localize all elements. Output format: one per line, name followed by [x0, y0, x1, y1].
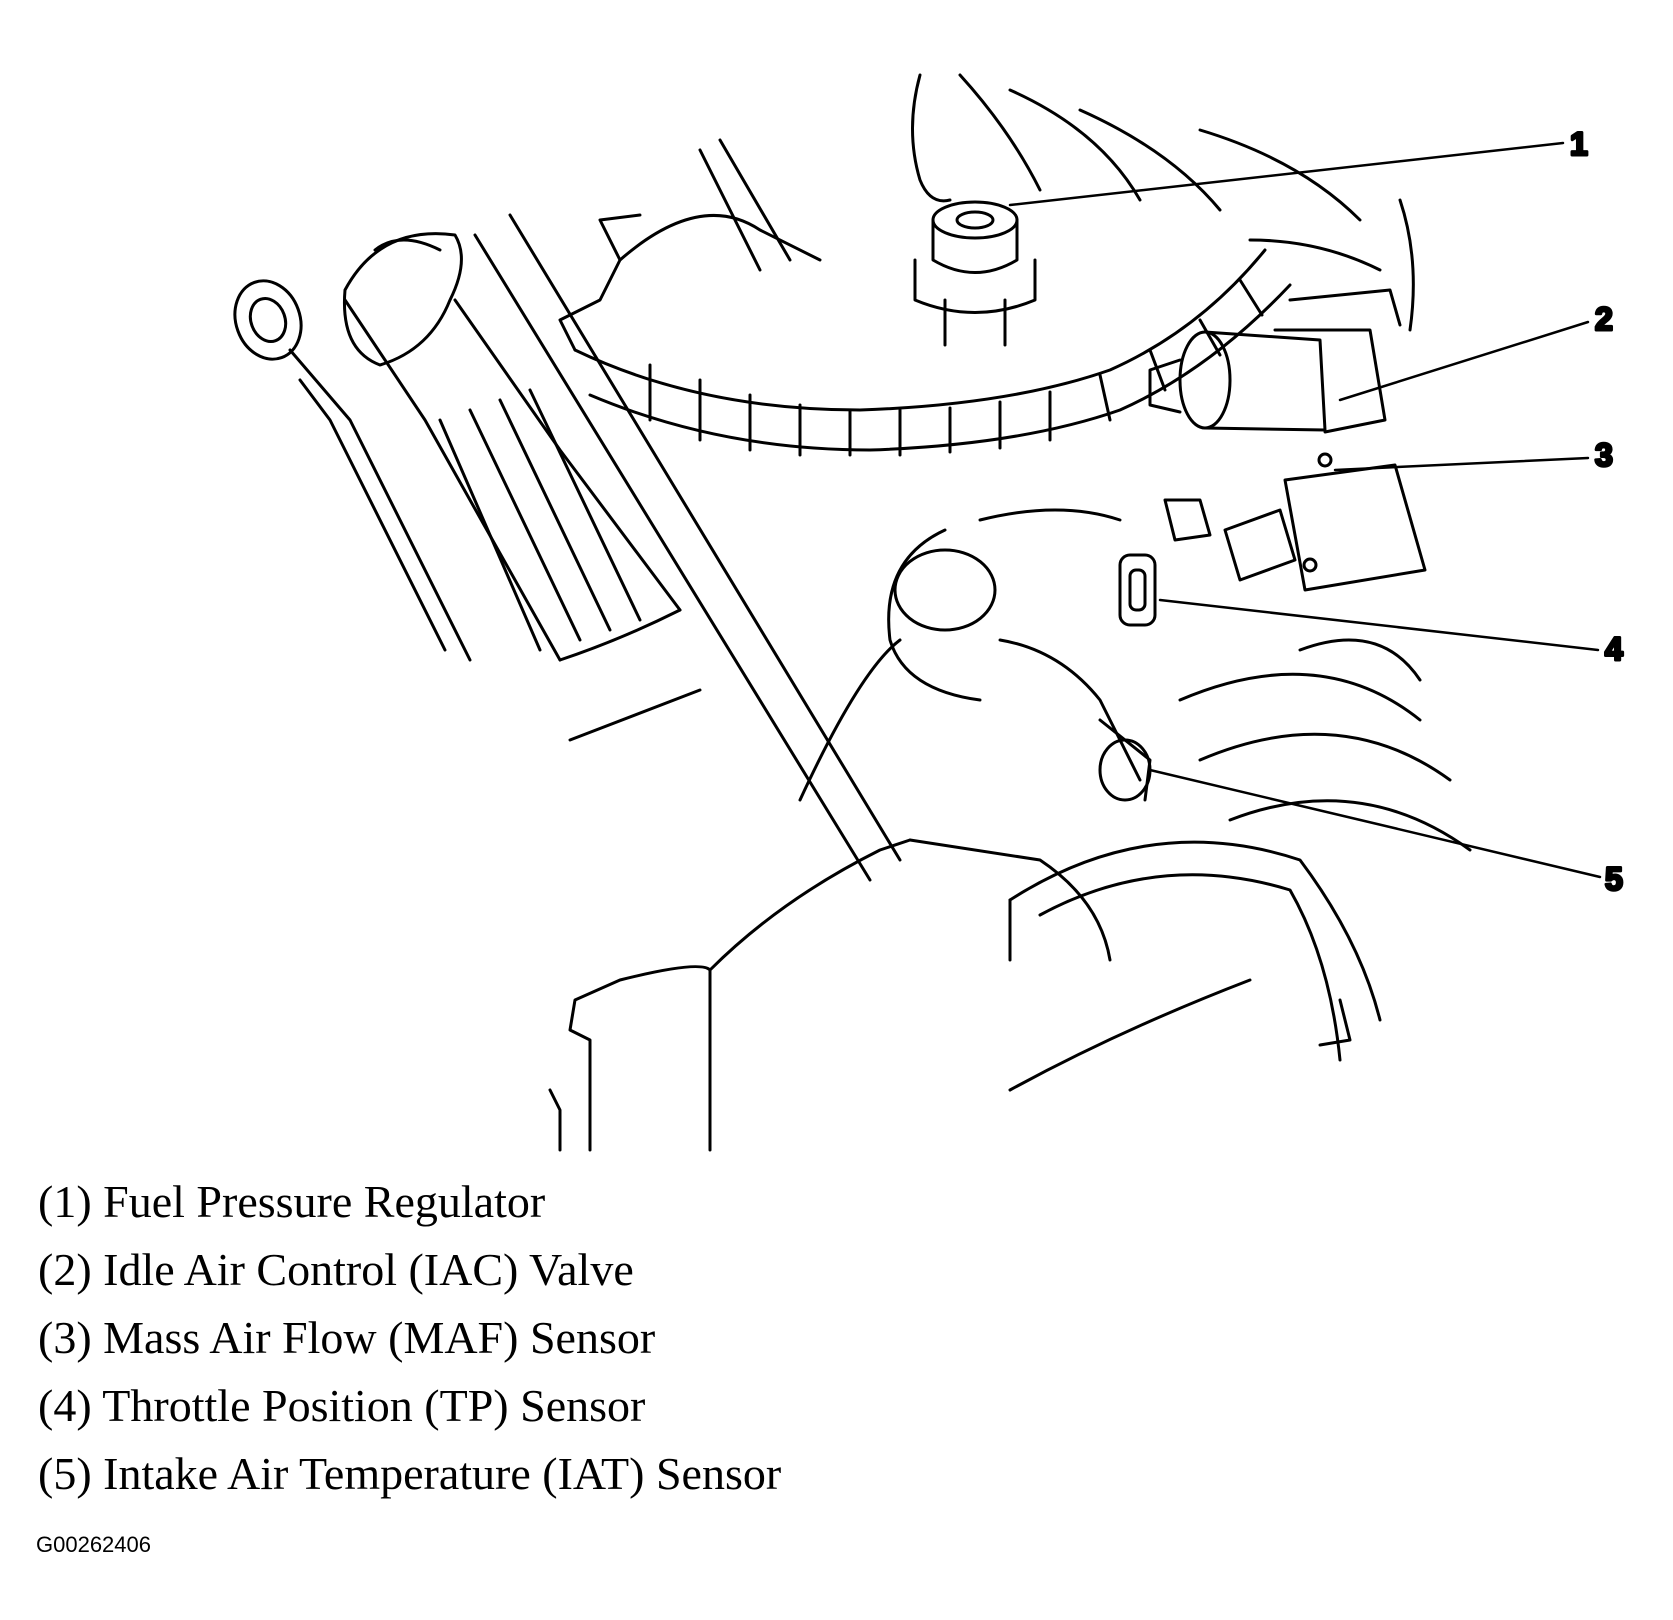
callout-5: 5	[1605, 861, 1623, 897]
leader-lines	[1008, 141, 1602, 879]
callout-1: 1	[1570, 126, 1588, 162]
legend-item-5: (5) Intake Air Temperature (IAT) Sensor	[38, 1448, 782, 1499]
vent-tube	[473, 138, 902, 882]
callout-4: 4	[1605, 631, 1623, 667]
figure-id: G00262406	[36, 1532, 151, 1557]
engine-component-drawing: 1 2 3 4 5	[233, 73, 1625, 1152]
fuel-pressure-regulator	[911, 73, 1037, 347]
legend-item-2: (2) Idle Air Control (IAC) Valve	[38, 1244, 634, 1295]
callout-3: 3	[1595, 437, 1613, 473]
air-intake-duct	[908, 638, 1472, 1092]
throttle-body	[887, 508, 1152, 802]
legend-item-3: (3) Mass Air Flow (MAF) Sensor	[38, 1312, 656, 1363]
throttle-position-sensor	[1118, 553, 1157, 627]
callout-2: 2	[1595, 301, 1613, 337]
legend-item-1: (1) Fuel Pressure Regulator	[38, 1176, 546, 1227]
background-lines	[958, 73, 1415, 332]
oil-filler-cap	[342, 232, 682, 662]
idle-air-control-valve	[1148, 288, 1402, 434]
component-legend: (1) Fuel Pressure Regulator (2) Idle Air…	[38, 1168, 781, 1508]
dipstick-handle	[233, 279, 472, 662]
mass-air-flow-sensor	[1163, 452, 1427, 592]
lower-housing	[548, 638, 912, 1152]
legend-item-4: (4) Throttle Position (TP) Sensor	[38, 1380, 646, 1431]
wiring-harness	[558, 213, 1292, 457]
